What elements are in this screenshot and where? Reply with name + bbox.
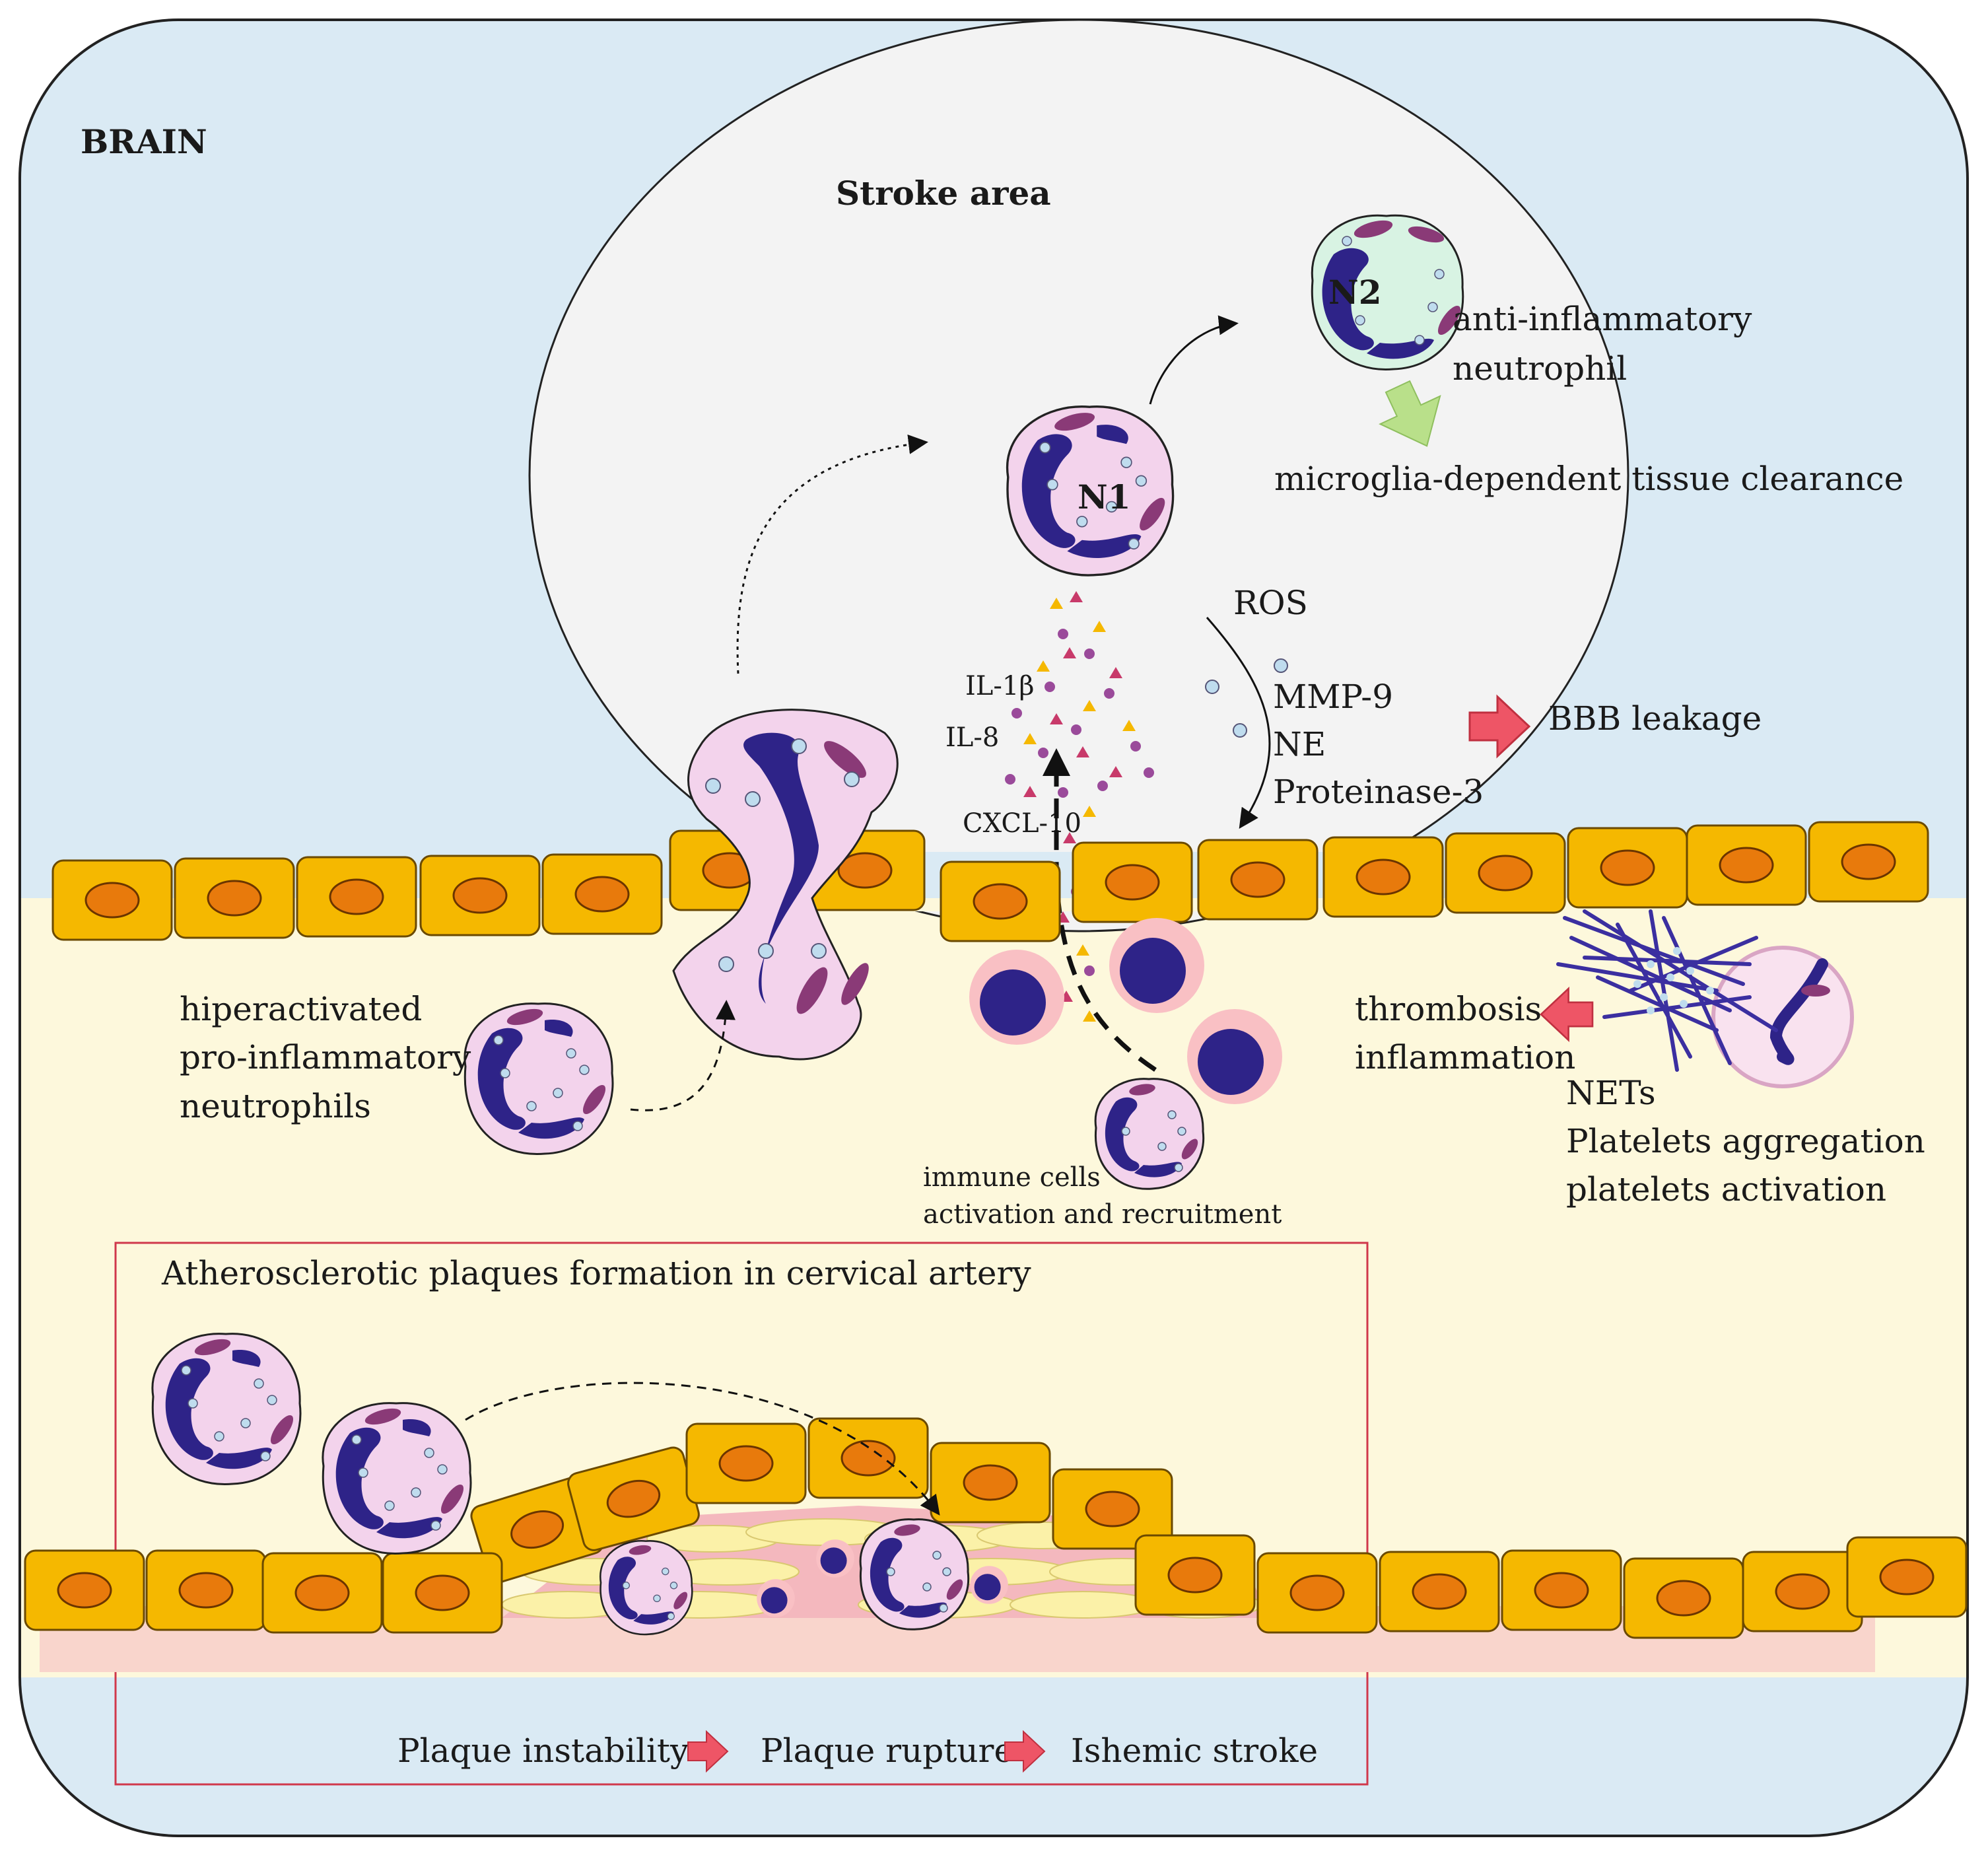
ischemic-stroke-label: Ishemic stroke: [1071, 1732, 1318, 1770]
ne-label: NE: [1273, 725, 1326, 763]
hyper-label-3: neutrophils: [180, 1087, 371, 1125]
cxcl10-label: CXCL-10: [963, 808, 1081, 839]
plaque-instability-label: Plaque instability: [397, 1732, 689, 1770]
bbb-label: BBB leakage: [1548, 699, 1762, 738]
inflammation-label: inflammation: [1355, 1038, 1575, 1076]
n2-label: N2: [1328, 273, 1382, 312]
anti-inflammatory-label: anti-inflammatory: [1453, 300, 1752, 338]
ros-arrow: [1206, 617, 1271, 829]
plaque-box: [114, 1242, 1369, 1786]
thrombosis-label: thrombosis: [1355, 990, 1542, 1028]
circulating-neutrophil: [322, 1402, 472, 1555]
plaque-blob: [757, 1579, 795, 1617]
ros-label: ROS: [1233, 584, 1308, 622]
il8-label: IL-8: [945, 722, 999, 753]
immune-blob: [1109, 918, 1204, 1013]
neutrophil-label: neutrophil: [1453, 349, 1627, 388]
green-arrow: [1379, 380, 1441, 447]
platelets-activation-label: platelets activation: [1566, 1170, 1886, 1209]
hyper-label-2: pro-inflammatory: [180, 1038, 471, 1076]
mmp9-label: MMP-9: [1273, 678, 1393, 716]
immune-blob: [969, 950, 1064, 1045]
il1b-label: IL-1β: [965, 671, 1034, 701]
brain-label: BRAIN: [81, 122, 207, 161]
stroke-area-label: Stroke area: [836, 174, 1051, 213]
immune-label-2: activation and recruitment: [923, 1199, 1282, 1230]
plaque-neutrophil: [859, 1518, 970, 1631]
nets-structure: [1556, 909, 1854, 1088]
microglia-label: microglia-dependent tissue clearance: [1274, 460, 1903, 498]
hyper-dashed-arrow: [630, 1000, 736, 1111]
circulating-neutrophil: [151, 1333, 302, 1486]
immune-blob: [1187, 1009, 1282, 1104]
plaque-rupture-label: Plaque rupture: [761, 1732, 1013, 1770]
plaque-box-title: Atherosclerotic plaques formation in cer…: [161, 1254, 1031, 1292]
n1-label: N1: [1078, 477, 1131, 516]
immune-neutrophil: [1094, 1078, 1205, 1190]
immune-label-1: immune cells: [923, 1162, 1101, 1193]
proteinase3-label: Proteinase-3: [1273, 773, 1484, 811]
hyperactivated-neutrophil: [463, 1002, 614, 1156]
transmigrating-neutrophil: [672, 709, 899, 1061]
plaque-blob: [816, 1539, 854, 1578]
plaque-dashed-arrow: [465, 1382, 940, 1516]
plaque-neutrophil: [599, 1540, 693, 1636]
plaque-blob: [970, 1566, 1008, 1604]
nets-label: NETs: [1566, 1074, 1656, 1112]
n2-cell: [1311, 214, 1464, 370]
n1-to-n2-arrow: [1149, 315, 1239, 405]
platelets-aggregation-label: Platelets aggregation: [1566, 1122, 1925, 1160]
recruitment-arrow: [1043, 748, 1157, 1072]
hyper-label-1: hiperactivated: [180, 990, 422, 1028]
